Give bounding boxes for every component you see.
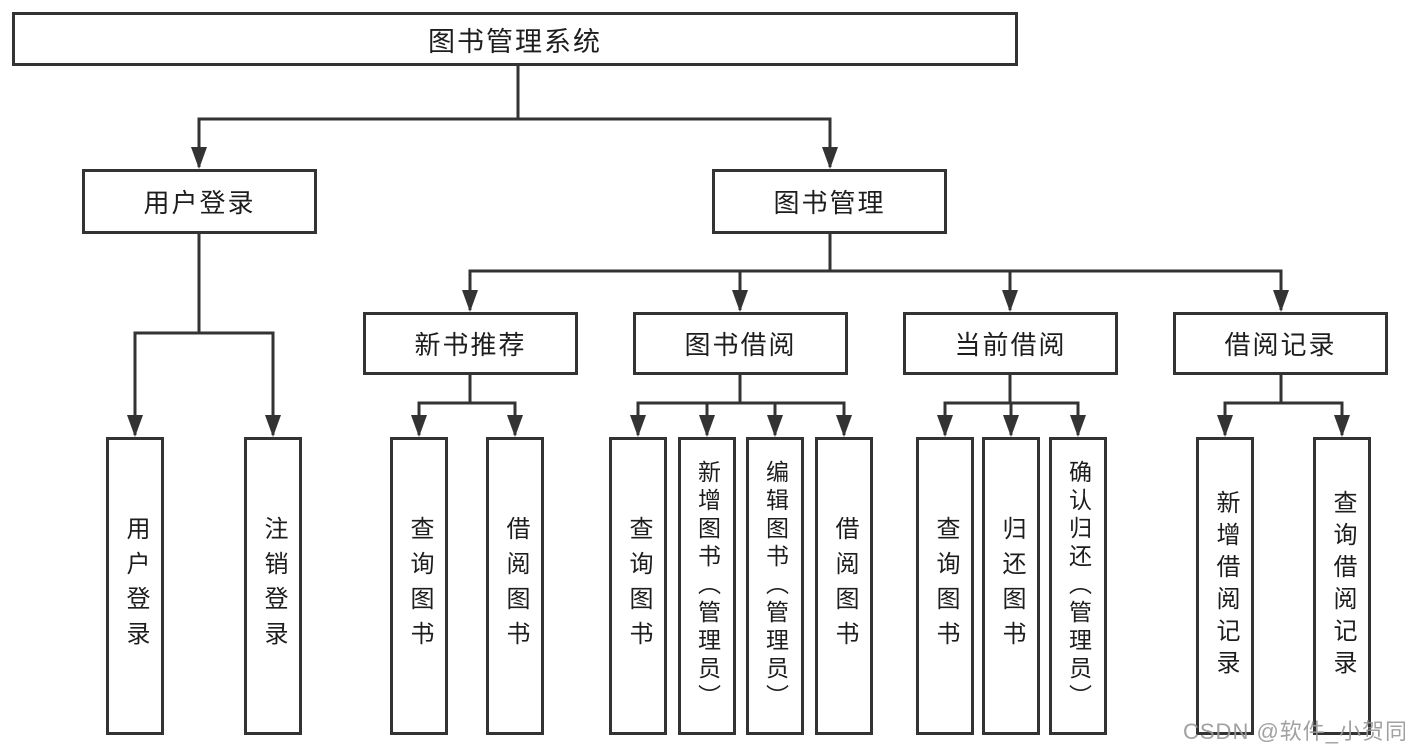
node-label: 图书管理系统: [428, 26, 602, 57]
leaf-edit-book-admin: 编辑图书（管理员）: [746, 437, 804, 735]
node-library-system: 图书管理系统: [12, 12, 1018, 66]
leaf-logout-login: 注销登录: [244, 437, 302, 735]
node-book-management: 图书管理: [712, 169, 947, 234]
leaf-user-login: 用户登录: [106, 437, 164, 735]
node-label: 查询图书: [625, 516, 652, 656]
connector-path: [830, 269, 1289, 312]
node-new-book-recommend: 新书推荐: [363, 312, 578, 375]
node-label: 借阅图书: [502, 516, 529, 656]
node-label: 查询图书: [932, 516, 959, 656]
leaf-add-book-admin: 新增图书（管理员）: [678, 437, 736, 735]
connector-path: [937, 401, 1010, 437]
node-label: 图书管理: [773, 188, 886, 218]
connector-path: [1281, 401, 1350, 437]
node-label: 新增图书（管理员）: [694, 460, 721, 712]
leaf-return-books: 归还图书: [982, 437, 1040, 735]
connector-path: [199, 331, 281, 437]
connector-path: [740, 401, 852, 437]
node-label: 借阅记录: [1224, 330, 1337, 360]
leaf-confirm-return-admin: 确认归还（管理员）: [1049, 437, 1107, 735]
node-label: 当前借阅: [954, 330, 1067, 360]
connector-path: [830, 269, 1018, 312]
connector-path: [518, 117, 838, 169]
watermark: CSDN @软件_小贺同学: [1183, 719, 1405, 744]
leaf-borrow-books-borrowing: 借阅图书: [815, 437, 873, 735]
node-label: 归还图书: [998, 516, 1025, 656]
node-label: 用户登录: [122, 516, 149, 656]
leaf-add-borrow-record: 新增借阅记录: [1196, 437, 1254, 735]
leaf-query-books-current: 查询图书: [916, 437, 974, 735]
node-label: 注销登录: [260, 516, 287, 656]
leaf-query-books-recommend: 查询图书: [390, 437, 448, 735]
connector-path: [1010, 401, 1086, 437]
node-label: 查询图书: [406, 516, 433, 656]
connector-path: [740, 401, 783, 437]
node-label: 用户登录: [143, 188, 256, 218]
node-label: 图书借阅: [684, 330, 797, 360]
node-label: 查询借阅记录: [1329, 490, 1356, 682]
connector-path: [411, 401, 470, 437]
node-label: 新书推荐: [414, 330, 527, 360]
node-book-borrowing: 图书借阅: [633, 312, 848, 375]
connector-path: [462, 269, 830, 312]
node-user-login: 用户登录: [82, 169, 317, 234]
leaf-borrow-books-recommend: 借阅图书: [486, 437, 544, 735]
connector-path: [630, 401, 740, 437]
node-label: 借阅图书: [831, 516, 858, 656]
node-borrowing-records: 借阅记录: [1173, 312, 1388, 375]
leaf-query-borrow-record: 查询借阅记录: [1313, 437, 1371, 735]
connector-path: [1217, 401, 1281, 437]
connector-path: [127, 331, 199, 437]
connector-path: [732, 269, 830, 312]
connector-path: [191, 117, 518, 169]
node-label: 编辑图书（管理员）: [762, 460, 789, 712]
node-current-borrowing: 当前借阅: [903, 312, 1118, 375]
connector-path: [470, 401, 523, 437]
connector-path: [1003, 401, 1019, 437]
node-label: 确认归还（管理员）: [1065, 460, 1092, 712]
connector-path: [699, 401, 740, 437]
node-label: 新增借阅记录: [1212, 490, 1239, 682]
leaf-query-books-borrowing: 查询图书: [609, 437, 667, 735]
